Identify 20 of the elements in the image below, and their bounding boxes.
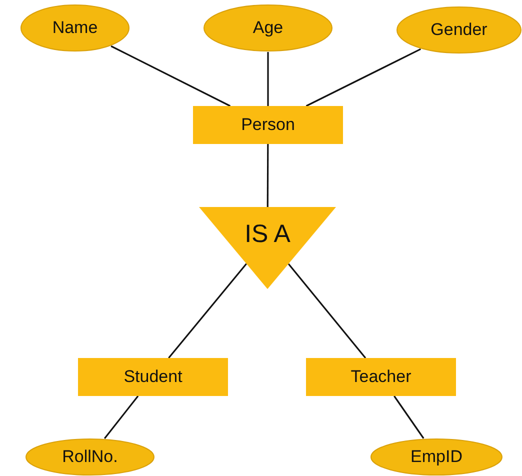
connector-line	[267, 52, 269, 106]
connector-line	[104, 396, 139, 439]
attribute-label: RollNo.	[62, 447, 118, 467]
entity-box	[193, 106, 343, 144]
entity-label: Student	[124, 367, 182, 387]
attribute-label: Gender	[430, 20, 488, 40]
attribute-label: Name	[52, 18, 98, 38]
entity-label: Person	[241, 115, 295, 135]
entity-box	[306, 358, 456, 396]
entity-box	[78, 358, 228, 396]
entity-label: Teacher	[350, 367, 412, 387]
connector-line	[306, 48, 422, 107]
connector-line	[288, 263, 366, 358]
connector-line	[168, 263, 248, 358]
isa-label: IS A	[244, 220, 290, 248]
attribute-label: EmpID	[410, 447, 462, 467]
connector-line	[266, 144, 269, 207]
connector-line	[394, 396, 424, 439]
attribute-label: Age	[252, 18, 284, 38]
connector-line	[110, 45, 231, 107]
